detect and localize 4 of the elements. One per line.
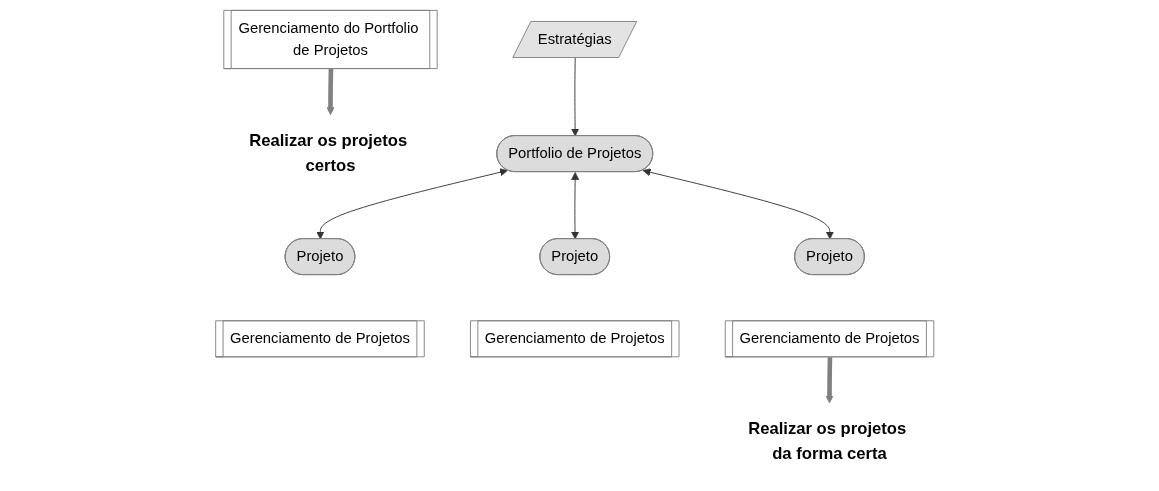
arrow	[824, 357, 834, 404]
node-text: Realizar os projetos da forma certa	[747, 419, 906, 464]
node-text: Realizar os projetos certos	[248, 131, 407, 175]
arrow	[325, 69, 335, 116]
